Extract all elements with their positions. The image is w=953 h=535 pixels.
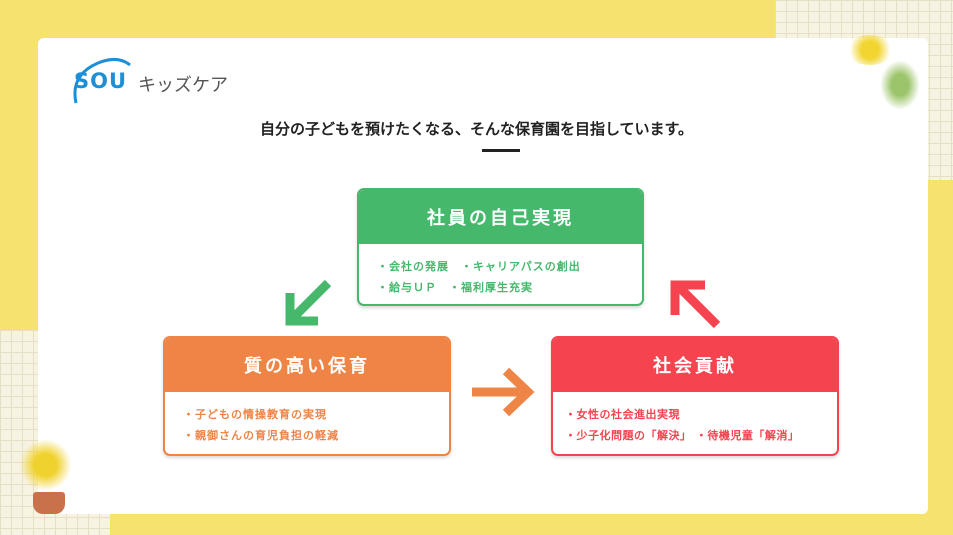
box-employee-self-realization: 社員の自己実現 ・会社の発展 ・キャリアパスの創出・給与ＵＰ ・福利厚生充実 (357, 188, 644, 306)
tagline: 自分の子どもを預けたくなる、そんな保育園を目指しています。 (259, 120, 694, 138)
box-line: ・女性の社会進出実現 (565, 408, 680, 421)
logo-name: キッズケア (138, 75, 228, 96)
logo-swoosh-icon (73, 58, 131, 104)
box-title: 社員の自己実現 (359, 190, 642, 244)
box-line: ・親御さんの育児負担の軽減 (183, 429, 339, 442)
box-line: ・給与ＵＰ ・福利厚生充実 (377, 281, 533, 294)
arrow-right-icon (472, 367, 535, 417)
arrow-down-left-icon (285, 279, 332, 326)
box-line: ・少子化問題の「解決」 ・待機児童「解消」 (565, 429, 800, 442)
box-line: ・会社の発展 ・キャリアパスの創出 (377, 260, 581, 273)
divider (482, 149, 520, 152)
arrow-up-left-icon (670, 280, 721, 329)
box-title: 質の高い保育 (165, 338, 449, 392)
box-social-contribution: 社会貢献 ・女性の社会進出実現・少子化問題の「解決」 ・待機児童「解消」 (551, 336, 839, 456)
box-line: ・子どもの情操教育の実現 (183, 408, 327, 421)
logo: SOU キッズケア (68, 55, 238, 110)
flower-pot-icon (33, 492, 65, 514)
box-title: 社会貢献 (553, 338, 837, 392)
logo-brand: SOU (74, 69, 128, 93)
box-quality-childcare: 質の高い保育 ・子どもの情操教育の実現・親御さんの育児負担の軽減 (163, 336, 451, 456)
